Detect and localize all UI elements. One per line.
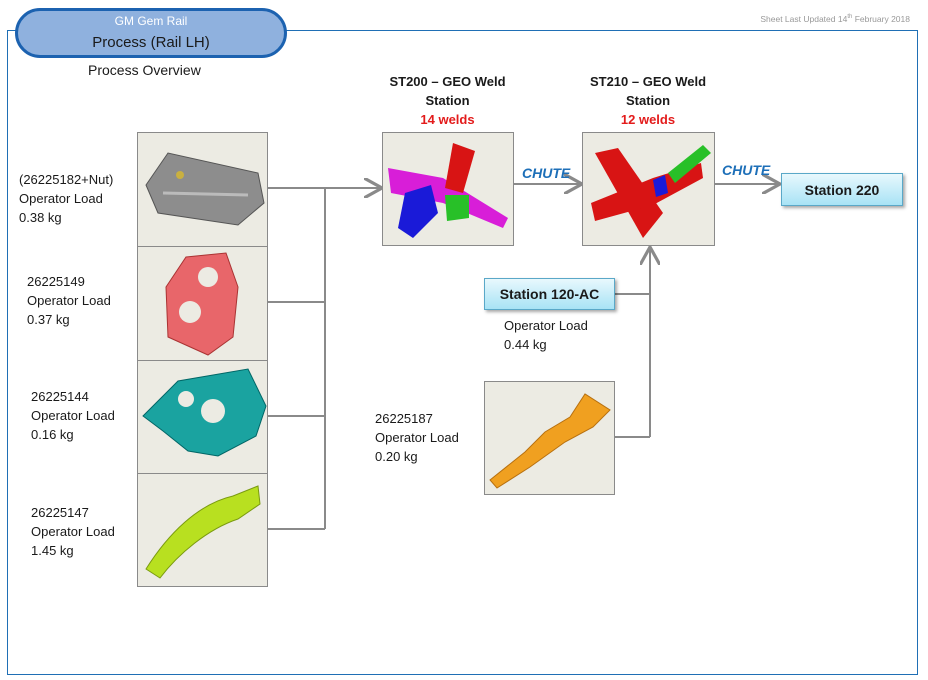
rail-part-green-icon — [145, 485, 261, 579]
st210-image — [582, 132, 715, 246]
st200-image — [382, 132, 514, 246]
part-image-26225187 — [484, 381, 615, 495]
weld-assembly-icon — [388, 143, 508, 238]
rail-part-teal-icon — [142, 368, 267, 457]
rail-part-red-icon — [165, 252, 239, 356]
part-image-26225182 — [137, 132, 268, 247]
title-banner: GM Gem Rail Process (Rail LH) — [15, 8, 287, 58]
part-image-26225147 — [137, 473, 268, 587]
station-220-box: Station 220 — [781, 173, 903, 206]
diagram-frame — [7, 30, 918, 675]
chute-label-1: CHUTE — [522, 165, 571, 181]
page-title: Process (Rail LH) — [92, 34, 210, 51]
st200-weld-count: 14 welds — [420, 112, 475, 127]
station-120-ac-box: Station 120-AC — [484, 278, 615, 310]
weld-assembly-icon — [591, 145, 711, 238]
st210-weld-count: 12 welds — [620, 112, 676, 127]
rail-part-orange-icon — [489, 393, 611, 489]
part-image-26225149 — [137, 246, 268, 361]
section-heading: Process Overview — [88, 62, 201, 78]
last-updated-note: Sheet Last Updated 14th February 2018 — [760, 14, 910, 24]
chute-label-2: CHUTE — [722, 162, 771, 178]
project-name: GM Gem Rail — [114, 14, 188, 28]
rail-part-grey-icon — [145, 152, 265, 226]
part-image-26225144 — [137, 360, 268, 474]
